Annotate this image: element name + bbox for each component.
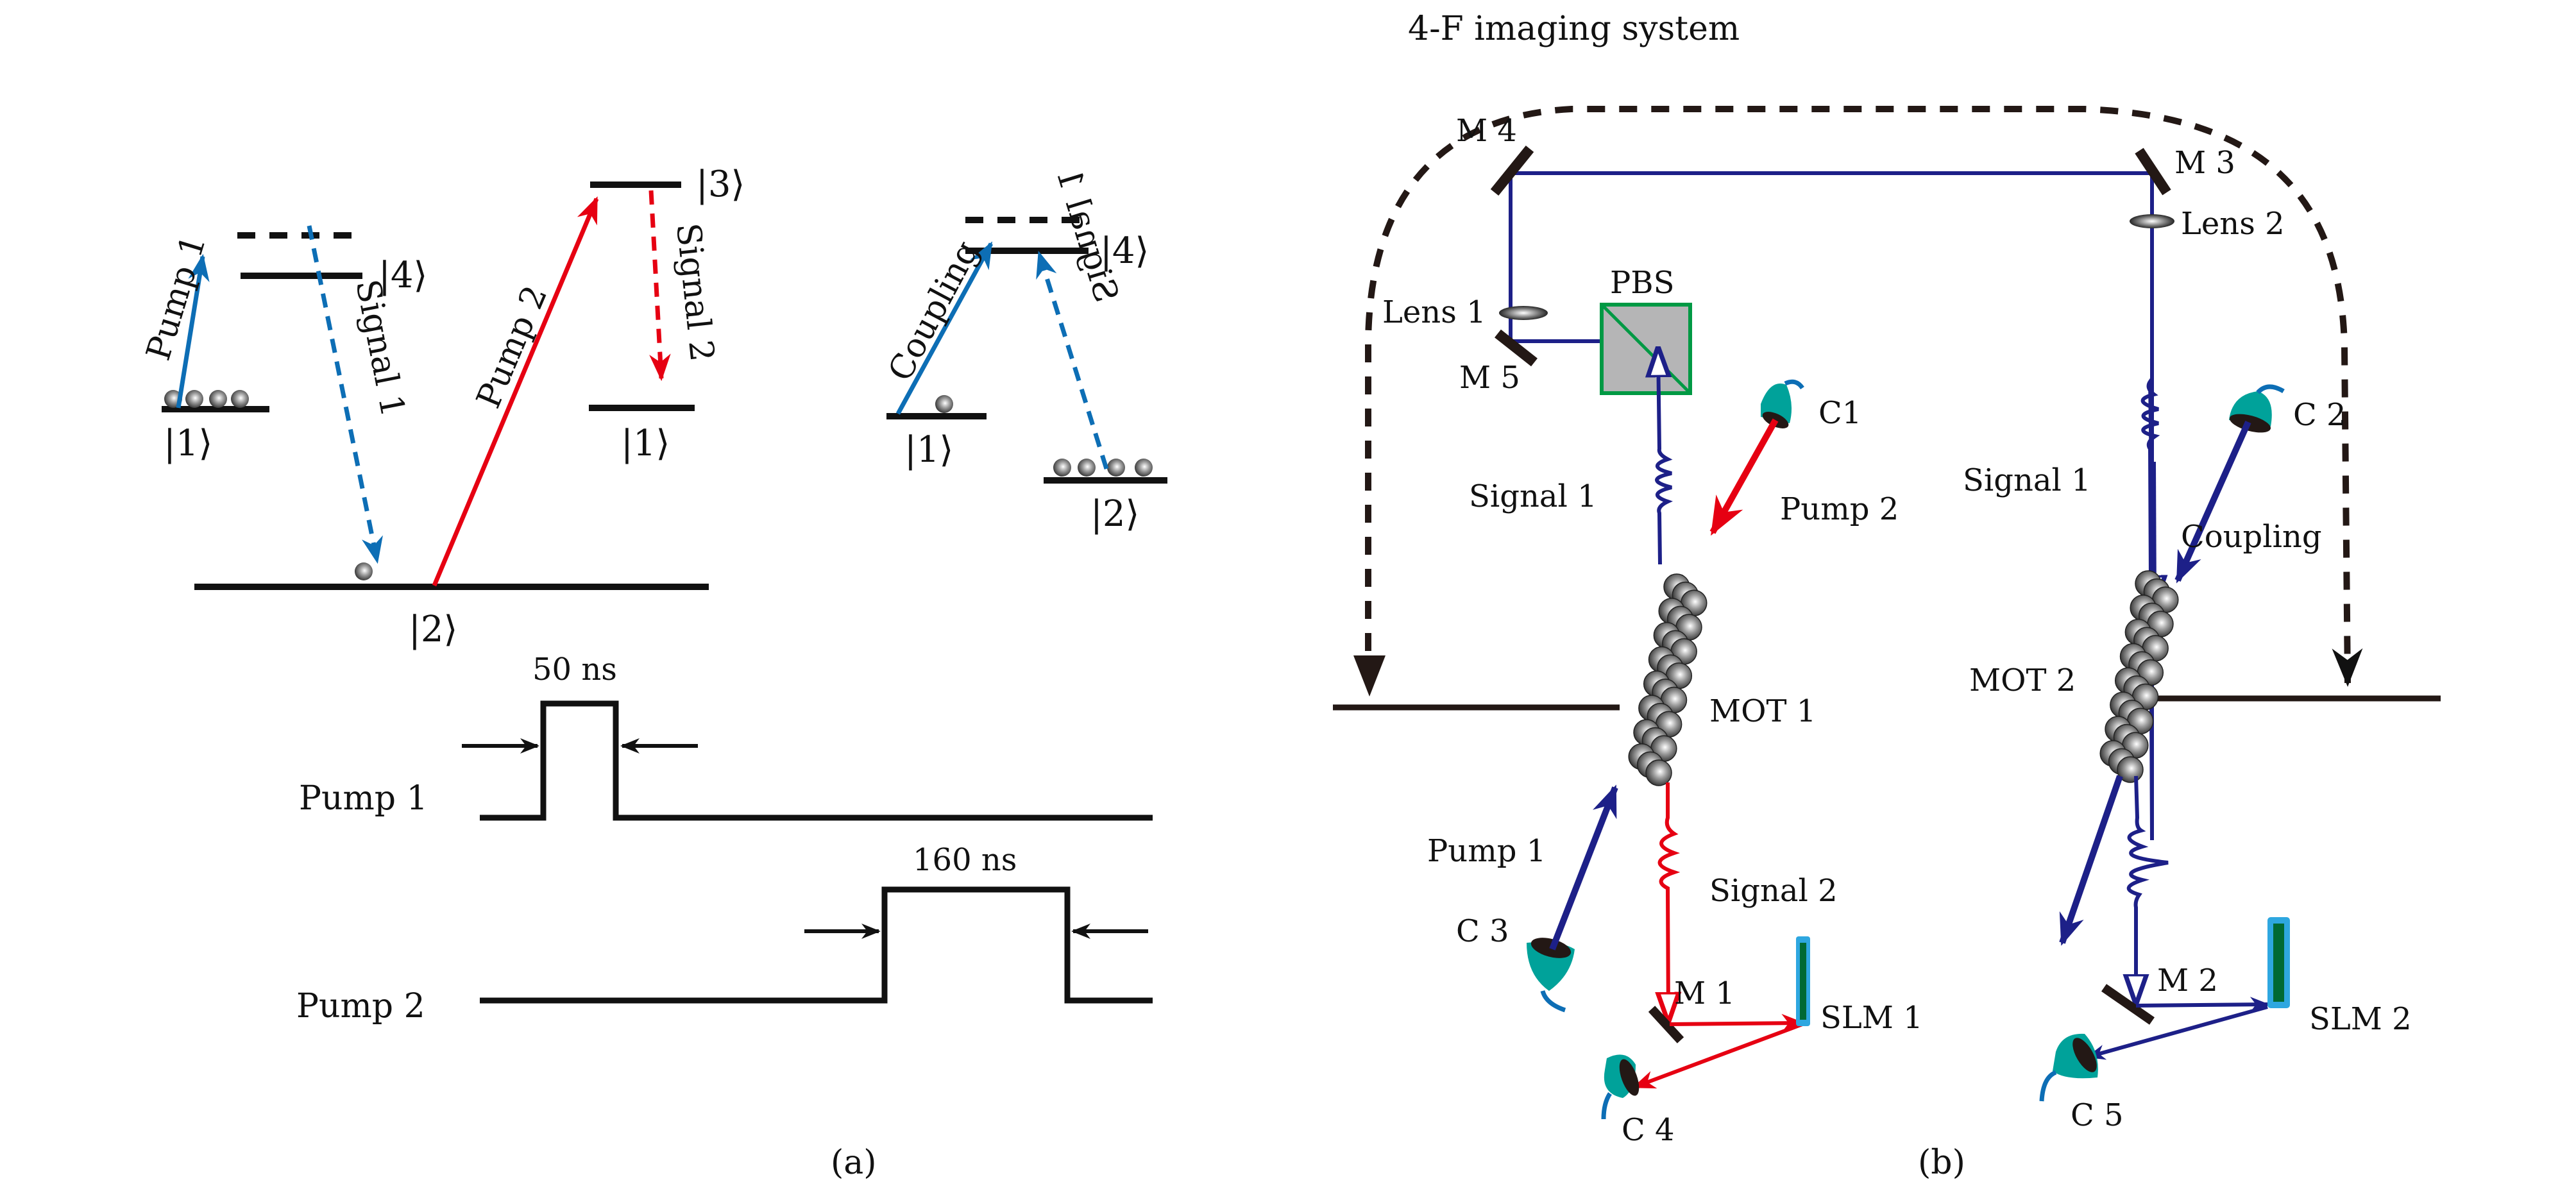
atom [355, 562, 373, 580]
slm1-label: SLM 1 [1820, 1000, 1923, 1036]
energy-level-scheme-right: |4⟩ |1⟩ |2⟩ Coupling Signal 1 [881, 163, 1167, 535]
pump2-label: Pump 2 [470, 280, 555, 414]
pump2-beam-label: Pump 2 [1780, 491, 1899, 527]
signal1-right-beam [2140, 375, 2160, 841]
panel-b: 4-F imaging system M 4 M 3 M 5 Lens 1 Le… [1333, 10, 2441, 1182]
signal2-label: Signal 2 [668, 221, 721, 363]
pump1-beam-label: Pump 1 [1427, 833, 1546, 869]
c3-label: C 3 [1456, 913, 1509, 949]
arrowhead-left [1353, 655, 1385, 697]
signal-below-mot2 [2129, 775, 2169, 1002]
mot-atom [1645, 759, 1672, 786]
c4-label: C 4 [1622, 1112, 1675, 1148]
m5-mirror [1495, 329, 1538, 367]
lens2-label: Lens 2 [2181, 206, 2285, 242]
pump2-beam [1709, 418, 1779, 536]
transmitted-coupling-beam [2059, 775, 2123, 946]
atom [935, 395, 953, 413]
atom [185, 390, 203, 408]
level-2-label: |2⟩ [1090, 493, 1139, 535]
signal1-label: Signal 1 [348, 276, 412, 420]
slm2 [2267, 917, 2290, 1008]
pump2-waveform [480, 886, 1153, 1004]
pump1-timing-label: Pump 1 [299, 779, 428, 818]
m5-label: M 5 [1459, 360, 1520, 396]
collimator-c5 [2039, 1033, 2098, 1102]
collimator-c4 [1601, 1054, 1640, 1120]
coupling-beam [2174, 420, 2251, 584]
pump2-width-label: 160 ns [913, 842, 1017, 878]
signal1-left-label: Signal 1 [1469, 478, 1597, 514]
mot2-atom-cloud [2099, 570, 2179, 783]
signal2-arrow [648, 190, 671, 382]
atom [231, 390, 249, 408]
lens2 [2130, 214, 2174, 228]
atom [209, 390, 227, 408]
m2-label: M 2 [2157, 963, 2218, 999]
signal2-beam [1660, 782, 1675, 1020]
atom [1107, 459, 1125, 477]
signal1-arrow [1036, 250, 1109, 470]
signal1-arrow [307, 225, 383, 564]
slm1 [1796, 936, 1810, 1026]
imaging-dashed-arc [1365, 106, 2363, 687]
lens1 [1499, 306, 1548, 320]
m1-label: M 1 [1674, 975, 1735, 1011]
c1-label: C1 [1818, 395, 1861, 431]
m4-mirror [1490, 145, 1534, 196]
m2-to-slm2 [2135, 997, 2269, 1013]
c2-label: C 2 [2293, 397, 2346, 433]
atom [1135, 459, 1153, 477]
signal1-right-label: Signal 1 [1963, 462, 2091, 498]
mot1-label: MOT 1 [1709, 693, 1816, 729]
timing-diagram: Pump 1 50 ns Pump 2 160 ns [296, 652, 1153, 1026]
level-1-label: |1⟩ [904, 429, 953, 471]
panel-b-label: (b) [1918, 1144, 1965, 1182]
energy-level-scheme-left: |4⟩ |3⟩ |1⟩ |1⟩ |2⟩ Pump 1 Signal 1 Pump… [139, 164, 745, 650]
slm2-label: SLM 2 [2309, 1001, 2412, 1037]
m4-label: M 4 [1456, 113, 1517, 149]
mot1-atom-cloud [1628, 573, 1707, 786]
m1-mirror [1648, 1006, 1684, 1043]
slm2-to-c5 [2086, 1005, 2268, 1060]
signal2-label: Signal 2 [1709, 873, 1838, 909]
mot2-label: MOT 2 [1969, 663, 2076, 698]
level-3-label: |3⟩ [696, 164, 745, 205]
pump1-label: Pump 1 [139, 230, 214, 364]
collimator-c1 [1761, 379, 1804, 428]
slm1-to-c4 [1632, 1022, 1804, 1089]
pbs-cube [1600, 303, 1692, 395]
coupling-arrow [895, 241, 994, 415]
pbs-label: PBS [1610, 265, 1674, 301]
pump1-arrow [176, 253, 210, 409]
panel-a-label: (a) [831, 1144, 877, 1182]
m3-label: M 3 [2174, 145, 2235, 181]
level-1-right-label: |1⟩ [621, 423, 670, 464]
atom [1078, 459, 1096, 477]
panel-a: |4⟩ |3⟩ |1⟩ |1⟩ |2⟩ Pump 1 Signal 1 Pump… [139, 163, 1167, 1182]
pump2-arrow [432, 196, 599, 587]
coupling-label: Coupling [881, 235, 987, 387]
coupling-beam-label: Coupling [2181, 519, 2322, 555]
level-4-label: |4⟩ [1100, 230, 1149, 272]
m3-mirror [2135, 148, 2171, 196]
signal1-left-beam [1657, 350, 1673, 565]
pump1-beam [1549, 784, 1618, 950]
c5-label: C 5 [2071, 1097, 2124, 1133]
m2-mirror [2101, 984, 2155, 1025]
level-2-label: |2⟩ [409, 609, 457, 650]
atom [1053, 459, 1071, 477]
level-4-label: |4⟩ [378, 255, 427, 296]
lens1-label: Lens 1 [1382, 294, 1486, 330]
level-1-left-label: |1⟩ [164, 423, 212, 464]
pump1-waveform [480, 700, 1153, 821]
pump2-timing-label: Pump 2 [296, 987, 425, 1026]
m1-to-slm1 [1669, 1013, 1805, 1033]
collimator-c2 [2229, 384, 2285, 433]
pump1-width-label: 50 ns [532, 652, 617, 688]
imaging-system-title: 4-F imaging system [1408, 10, 1740, 48]
